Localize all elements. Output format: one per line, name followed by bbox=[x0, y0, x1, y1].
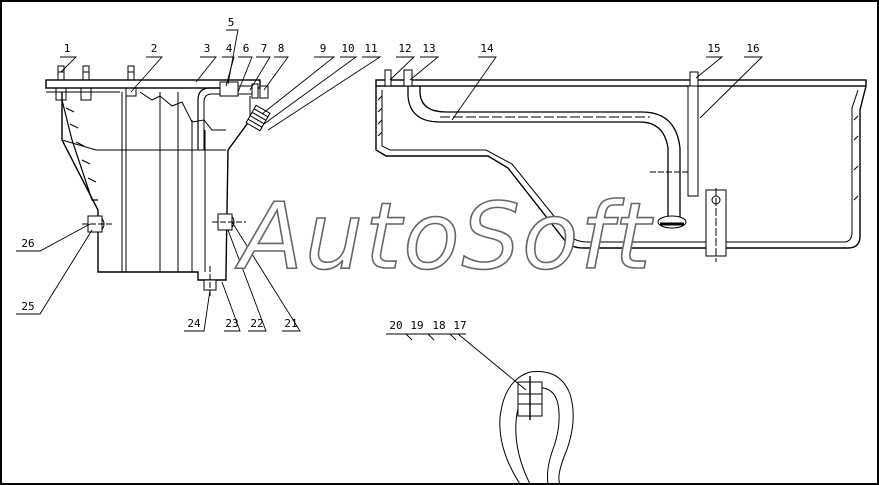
sump-pan-outer bbox=[375, 85, 867, 249]
callout-6: 6 bbox=[243, 42, 250, 55]
washer bbox=[251, 83, 259, 99]
callout-9: 9 bbox=[320, 42, 327, 55]
callout-20: 20 bbox=[389, 319, 402, 332]
callout-11: 11 bbox=[364, 42, 377, 55]
callout-15: 15 bbox=[707, 42, 720, 55]
callout-3: 3 bbox=[204, 42, 211, 55]
sump-flange bbox=[375, 79, 867, 87]
oil-strainer bbox=[657, 215, 687, 229]
stud-15 bbox=[689, 71, 699, 87]
callout-19: 19 bbox=[410, 319, 423, 332]
callout-4: 4 bbox=[226, 42, 233, 55]
stud-12 bbox=[384, 69, 392, 87]
callout-12: 12 bbox=[398, 42, 411, 55]
callout-18: 18 bbox=[432, 319, 445, 332]
detail-tube-inner bbox=[515, 387, 560, 485]
callout-25: 25 bbox=[21, 300, 34, 313]
angled-plug bbox=[245, 104, 271, 132]
housing-outline bbox=[61, 92, 251, 281]
tube-bracket bbox=[687, 85, 699, 197]
callout-8: 8 bbox=[278, 42, 285, 55]
callout-labels: 1 2 3 4 5 6 7 8 9 10 11 12 13 14 15 16 1… bbox=[21, 16, 759, 332]
callout-17: 17 bbox=[453, 319, 466, 332]
breather-tube bbox=[197, 87, 222, 150]
callout-21: 21 bbox=[284, 317, 297, 330]
callout-10: 10 bbox=[341, 42, 354, 55]
callout-24: 24 bbox=[187, 317, 201, 330]
callout-7: 7 bbox=[261, 42, 268, 55]
oil-pickup-tube bbox=[407, 86, 669, 218]
callout-23: 23 bbox=[225, 317, 238, 330]
detail-view bbox=[499, 370, 574, 485]
callout-5: 5 bbox=[228, 16, 235, 29]
union-nut bbox=[219, 81, 239, 97]
callout-22: 22 bbox=[250, 317, 263, 330]
watermark: AutoSoft bbox=[235, 183, 654, 290]
cut-section-edge bbox=[61, 99, 98, 201]
callout-16: 16 bbox=[746, 42, 759, 55]
side-bolt-left bbox=[82, 215, 112, 233]
callout-2: 2 bbox=[151, 42, 158, 55]
right-sump-view bbox=[375, 69, 867, 262]
top-flange bbox=[45, 79, 261, 89]
break-line bbox=[139, 91, 226, 131]
stud-13 bbox=[403, 69, 413, 87]
leader-lines bbox=[16, 29, 764, 391]
left-side-view bbox=[45, 65, 271, 296]
bolt-head bbox=[259, 85, 269, 99]
detail-tube-outer bbox=[499, 370, 574, 485]
sump-pan-inner bbox=[381, 89, 859, 243]
callout-14: 14 bbox=[480, 42, 494, 55]
side-bolt-right bbox=[212, 213, 246, 231]
housing-split-line bbox=[61, 139, 226, 151]
callout-26: 26 bbox=[21, 237, 34, 250]
callout-13: 13 bbox=[422, 42, 435, 55]
callout-1: 1 bbox=[64, 42, 71, 55]
